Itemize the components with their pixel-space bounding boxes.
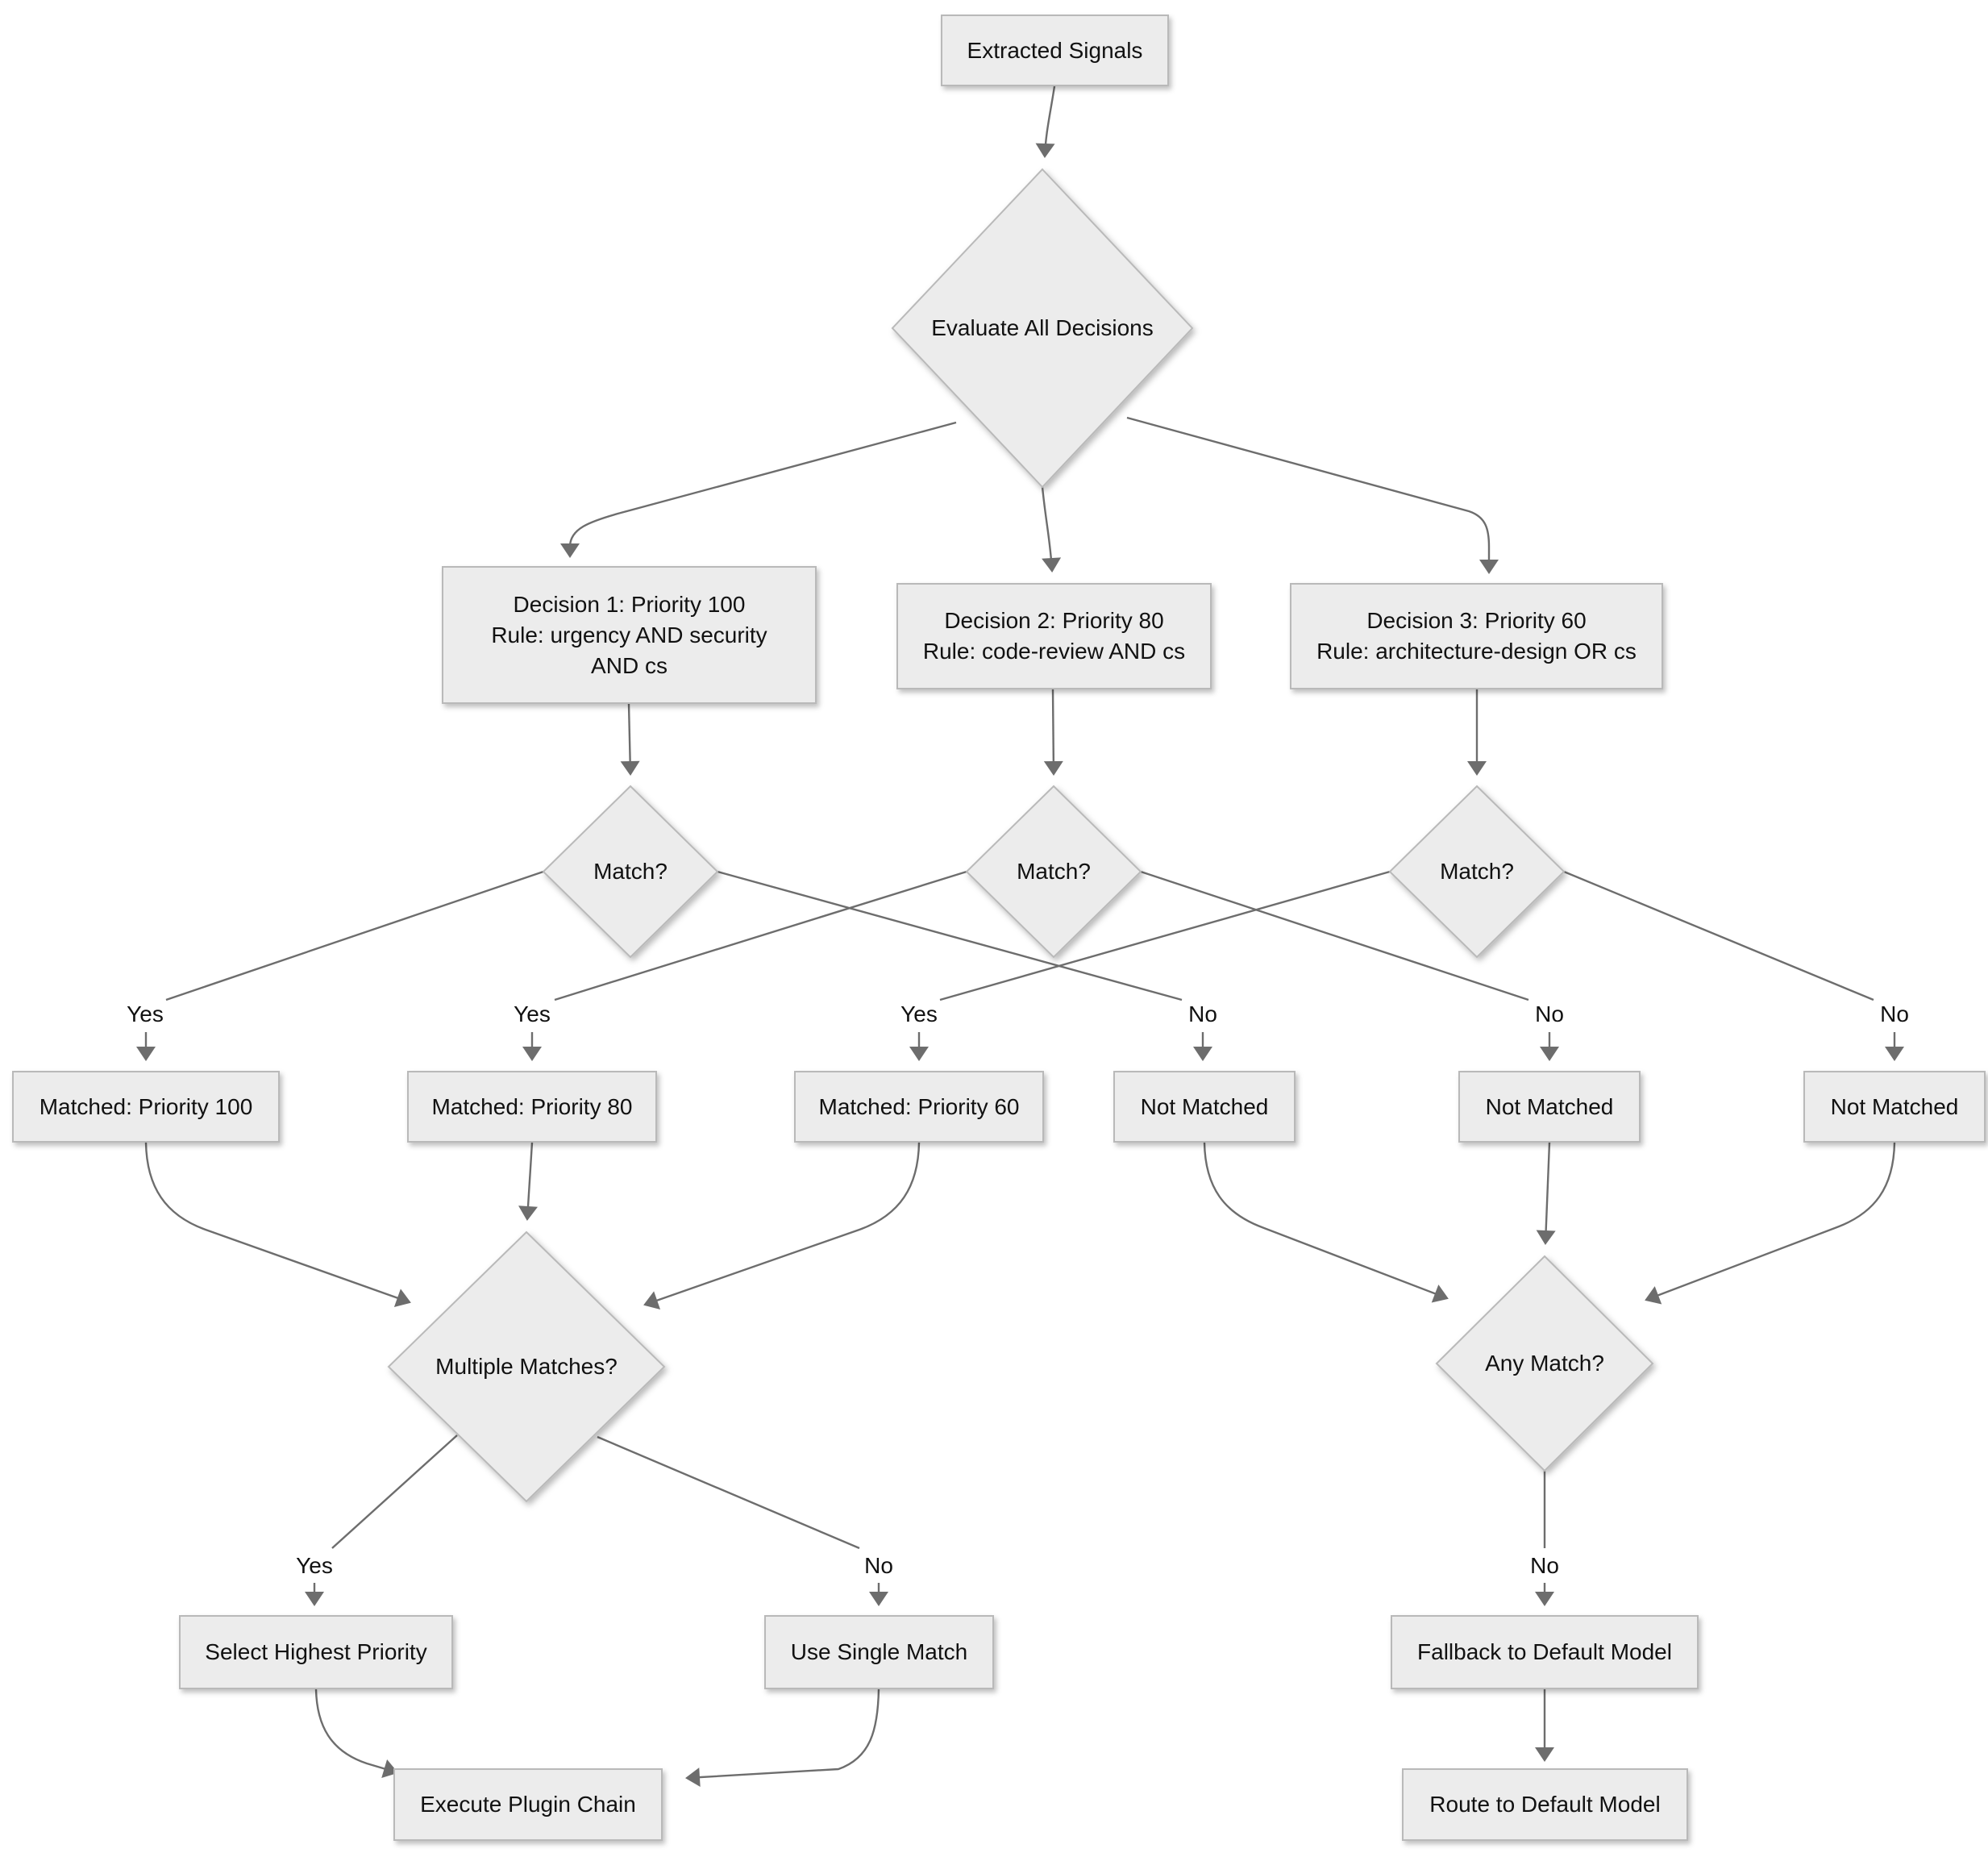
node-label: Execute Plugin Chain [420, 1792, 636, 1817]
edge-extracted-to-evaluate [1035, 85, 1056, 158]
edge-match3-yes-diag [939, 870, 1391, 1001]
node-matched-priority-100: Matched: Priority 100 [12, 1071, 280, 1143]
node-label: Extracted Signals [967, 37, 1143, 63]
node-extracted-signals: Extracted Signals [941, 15, 1169, 86]
edge-group [136, 85, 1904, 1788]
node-decision2: Decision 2: Priority 80 Rule: code-revie… [896, 583, 1212, 689]
node-label: Not Matched [1140, 1093, 1269, 1119]
edge-matched80-to-multiple [518, 1142, 538, 1221]
edge-match2-yes-diag [554, 870, 967, 1001]
edge-evaluate-to-decision1 [560, 421, 957, 558]
edge-match1-yes-diag [165, 870, 544, 1001]
match3-diamond [1388, 785, 1566, 959]
edge-single-to-execute [685, 1688, 880, 1788]
any-match-label: Any Match? [1485, 1351, 1604, 1376]
edge-multiple-yes-diag [331, 1434, 458, 1549]
edge-decision1-to-match1 [620, 703, 640, 776]
edge-match3-no-diag [1563, 870, 1874, 1001]
match2-diamond [965, 785, 1142, 959]
multiple-matches-label: Multiple Matches? [435, 1354, 618, 1379]
decision3-line1: Decision 3: Priority 60 [1366, 608, 1587, 633]
any-match-diamond [1435, 1255, 1654, 1472]
node-label: Matched: Priority 60 [818, 1093, 1020, 1119]
edge-label-match2-yes: Yes [509, 1001, 555, 1027]
evaluate-all-decisions-diamond [891, 168, 1194, 489]
edge-label-match1-yes: Yes [123, 1001, 168, 1027]
node-label: Route to Default Model [1429, 1792, 1661, 1817]
edge-label-multiple-no: No [860, 1553, 897, 1579]
decision3-line2: Rule: architecture-design OR cs [1316, 639, 1637, 664]
edge-matched60-to-multiple [643, 1142, 921, 1310]
node-label: Not Matched [1830, 1093, 1959, 1119]
node-decision1: Decision 1: Priority 100 Rule: urgency A… [442, 566, 817, 704]
match3-label: Match? [1440, 859, 1514, 884]
node-label: Fallback to Default Model [1417, 1639, 1672, 1664]
edge-label-multiple-yes: Yes [292, 1553, 337, 1579]
edge-label-anymatch-no: No [1526, 1553, 1563, 1579]
node-label: Matched: Priority 100 [39, 1093, 253, 1119]
edge-label-match3-yes: Yes [896, 1001, 942, 1027]
decision1-line3: AND cs [591, 652, 668, 678]
node-label: Use Single Match [790, 1639, 968, 1664]
node-not-matched-3: Not Matched [1803, 1071, 1986, 1143]
edge-select-to-execute [314, 1688, 398, 1778]
edge-notmatched2-to-anymatch [1536, 1142, 1556, 1245]
match1-label: Match? [593, 859, 668, 884]
edge-evaluate-to-decision3 [1126, 416, 1499, 574]
node-label: Matched: Priority 80 [431, 1093, 633, 1119]
decision2-line2: Rule: code-review AND cs [922, 639, 1186, 664]
decision1-line1: Decision 1: Priority 100 [513, 591, 746, 617]
node-not-matched-1: Not Matched [1113, 1071, 1296, 1143]
edge-label-match3-no: No [1876, 1001, 1913, 1027]
node-route-to-default-model: Route to Default Model [1402, 1768, 1688, 1841]
node-decision3: Decision 3: Priority 60 Rule: architectu… [1290, 583, 1663, 689]
node-use-single-match: Use Single Match [764, 1615, 994, 1689]
node-execute-plugin-chain: Execute Plugin Chain [393, 1768, 663, 1841]
edge-multiple-no-diag [597, 1435, 860, 1550]
decision2-line1: Decision 2: Priority 80 [944, 608, 1164, 633]
match2-label: Match? [1017, 859, 1091, 884]
edge-match1-no-diag [717, 870, 1183, 1001]
edge-label-match2-no: No [1531, 1001, 1568, 1027]
multiple-matches-diamond [387, 1230, 666, 1503]
edge-label-match1-no: No [1184, 1001, 1221, 1027]
node-matched-priority-60: Matched: Priority 60 [794, 1071, 1044, 1143]
match1-diamond [542, 785, 719, 959]
node-select-highest-priority: Select Highest Priority [179, 1615, 453, 1689]
node-not-matched-2: Not Matched [1458, 1071, 1641, 1143]
edge-decision2-to-match2 [1043, 689, 1063, 776]
node-label: Not Matched [1485, 1093, 1614, 1119]
edge-notmatched3-to-anymatch [1645, 1142, 1896, 1305]
edge-matched100-to-multiple [144, 1142, 411, 1307]
decision1-line2: Rule: urgency AND security [491, 622, 767, 647]
evaluate-all-decisions-label: Evaluate All Decisions [931, 315, 1154, 340]
node-fallback-to-default-model: Fallback to Default Model [1391, 1615, 1699, 1689]
edge-evaluate-to-decision2 [1041, 486, 1062, 573]
node-matched-priority-80: Matched: Priority 80 [407, 1071, 657, 1143]
node-label: Select Highest Priority [205, 1639, 427, 1664]
edge-match2-no-diag [1140, 870, 1529, 1001]
edge-notmatched1-to-anymatch [1203, 1142, 1449, 1303]
